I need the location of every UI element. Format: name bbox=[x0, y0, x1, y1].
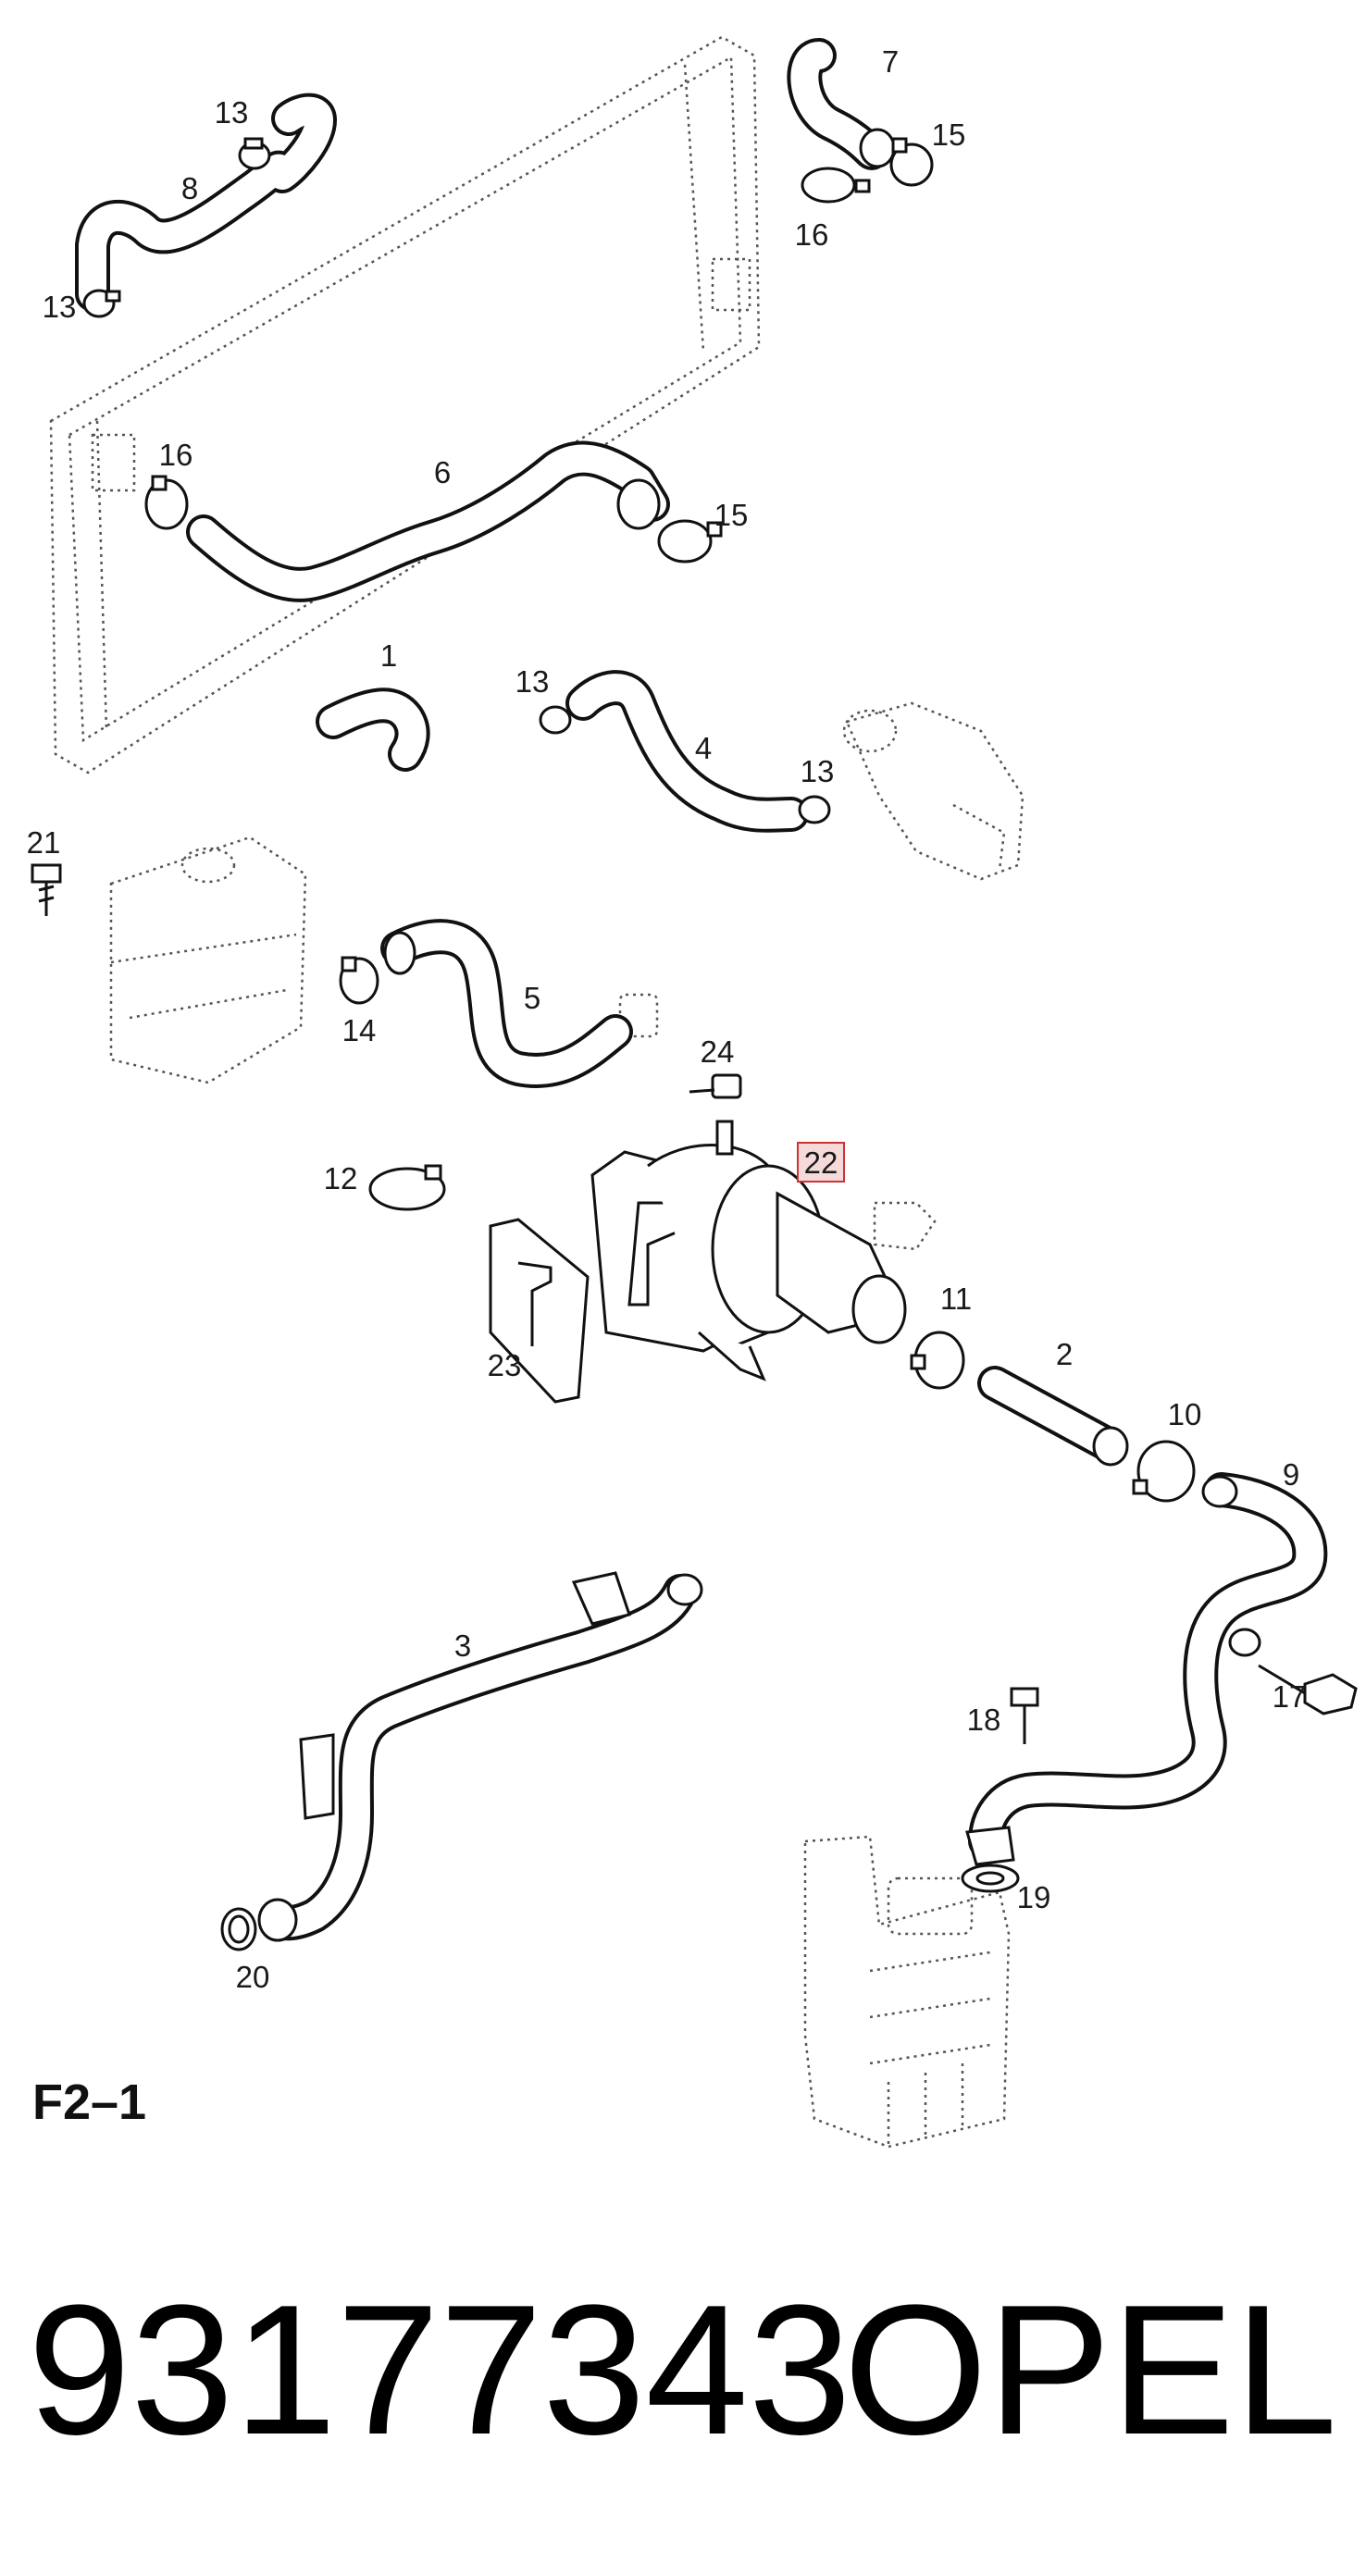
callout-8: 8 bbox=[181, 171, 198, 205]
temp-sender-outline bbox=[873, 1201, 937, 1251]
hose-7 bbox=[787, 38, 896, 170]
clamp-11 bbox=[910, 1331, 965, 1390]
thermostat-housing bbox=[590, 1120, 907, 1381]
callout-23: 23 bbox=[488, 1348, 522, 1382]
callout-9: 9 bbox=[1283, 1457, 1299, 1492]
brand-name: OPEL bbox=[843, 2267, 1337, 2473]
callout-21: 21 bbox=[27, 825, 61, 860]
callout-11: 11 bbox=[940, 1282, 972, 1316]
bolt-24 bbox=[689, 1073, 742, 1099]
callout-13-mid-left: 13 bbox=[515, 664, 550, 699]
callout-15-mid: 15 bbox=[714, 498, 749, 532]
callout-6: 6 bbox=[434, 455, 451, 489]
callout-12: 12 bbox=[324, 1161, 358, 1195]
pipe-9 bbox=[965, 1472, 1328, 1866]
bolt-18 bbox=[1010, 1687, 1039, 1744]
clamp-14 bbox=[339, 956, 379, 1005]
callout-3: 3 bbox=[454, 1629, 471, 1663]
radiator-outline bbox=[49, 35, 761, 774]
hose-5 bbox=[380, 919, 633, 1088]
hose-6 bbox=[186, 440, 670, 602]
callout-13-left: 13 bbox=[43, 290, 77, 324]
callout-15-top: 15 bbox=[932, 118, 966, 152]
clamp-12 bbox=[368, 1164, 446, 1211]
gasket-23 bbox=[489, 1218, 590, 1404]
figure-code: F2–1 bbox=[32, 2074, 146, 2130]
clamp-13-mid-left bbox=[539, 705, 572, 735]
callout-24: 24 bbox=[701, 1034, 735, 1069]
clamp-16-mid bbox=[144, 475, 189, 530]
callout-20: 20 bbox=[236, 1960, 270, 1994]
pipe-3 bbox=[257, 1571, 703, 1942]
hose-8 bbox=[75, 93, 337, 312]
part-number: 93177343 bbox=[28, 2267, 851, 2473]
callout-22-highlight bbox=[797, 1142, 845, 1183]
hose-2 bbox=[977, 1366, 1129, 1467]
callout-17: 17 bbox=[1273, 1679, 1307, 1714]
seal-19 bbox=[961, 1864, 1020, 1893]
callout-5: 5 bbox=[524, 981, 540, 1015]
clamp-16-top bbox=[801, 167, 871, 204]
callout-16-mid: 16 bbox=[159, 438, 193, 472]
callout-13-mid-right: 13 bbox=[801, 754, 835, 788]
hose-4 bbox=[565, 670, 809, 833]
water-outlet-outline bbox=[842, 701, 1024, 881]
expansion-tank-outline bbox=[109, 836, 307, 1084]
callout-2: 2 bbox=[1056, 1337, 1073, 1371]
oil-cooler-outline bbox=[803, 1835, 1011, 2149]
clamp-13-top bbox=[238, 137, 271, 170]
callout-22: 22 bbox=[804, 1146, 838, 1180]
clamp-13-mid-right bbox=[798, 795, 831, 824]
clamp-15-mid bbox=[657, 519, 723, 564]
seal-20 bbox=[220, 1907, 257, 1951]
hose-1 bbox=[316, 687, 430, 772]
bolt-17 bbox=[1258, 1664, 1358, 1715]
callout-13-top: 13 bbox=[215, 95, 249, 130]
callout-4: 4 bbox=[695, 731, 712, 765]
clamp-13-left bbox=[82, 289, 121, 318]
bolt-21 bbox=[31, 863, 62, 916]
callout-7: 7 bbox=[882, 44, 899, 79]
callout-14: 14 bbox=[342, 1013, 377, 1047]
clamp-15-top bbox=[889, 137, 934, 187]
callout-19: 19 bbox=[1017, 1880, 1051, 1914]
clamp-10 bbox=[1132, 1440, 1196, 1503]
callout-18: 18 bbox=[967, 1703, 1001, 1737]
callout-16-top: 16 bbox=[795, 217, 829, 252]
callout-10: 10 bbox=[1168, 1397, 1202, 1431]
callout-1: 1 bbox=[380, 638, 397, 673]
